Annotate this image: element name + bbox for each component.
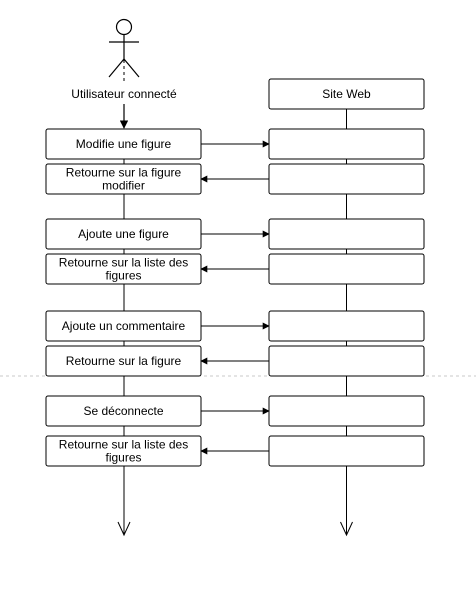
system-message-box (268, 435, 425, 467)
message-row: Ajoute une figure (45, 218, 425, 250)
message-row: Modifie une figure (45, 128, 425, 160)
message-label-line: figures (105, 451, 141, 465)
message-label: Ajoute un commentaire (62, 319, 186, 333)
message-label: Retourne sur la figure (66, 354, 182, 368)
message-row: Retourne sur la figure (45, 345, 425, 377)
system-message-box (268, 163, 425, 195)
message-label-line: Retourne sur la figure (66, 354, 182, 368)
message-label: Ajoute une figure (78, 227, 169, 241)
message-label: Se déconnecte (83, 404, 163, 418)
system-message-box (268, 128, 425, 160)
actor-label: Utilisateur connecté (71, 87, 177, 101)
message-label-line: Ajoute une figure (78, 227, 169, 241)
message-row: Se déconnecte (45, 395, 425, 427)
message-label: Modifie une figure (76, 137, 172, 151)
message-label-line: figures (105, 269, 141, 283)
system-label: Site Web (322, 87, 371, 101)
message-label-line: Retourne sur la liste des (59, 256, 188, 270)
message-label-line: Retourne sur la liste des (59, 438, 188, 452)
message-label-line: Se déconnecte (83, 404, 163, 418)
message-label-line: Modifie une figure (76, 137, 172, 151)
system-message-box (268, 395, 425, 427)
system-message-box (268, 310, 425, 342)
system-message-box (268, 253, 425, 285)
message-label-line: modifier (102, 179, 145, 193)
actor-stick-figure-icon (108, 18, 140, 78)
system-message-box (268, 218, 425, 250)
system-message-box (268, 345, 425, 377)
message-label-line: Retourne sur la figure (66, 166, 182, 180)
message-row: Ajoute un commentaire (45, 310, 425, 342)
message-label-line: Ajoute un commentaire (62, 319, 186, 333)
system-header: Site Web (268, 78, 425, 110)
